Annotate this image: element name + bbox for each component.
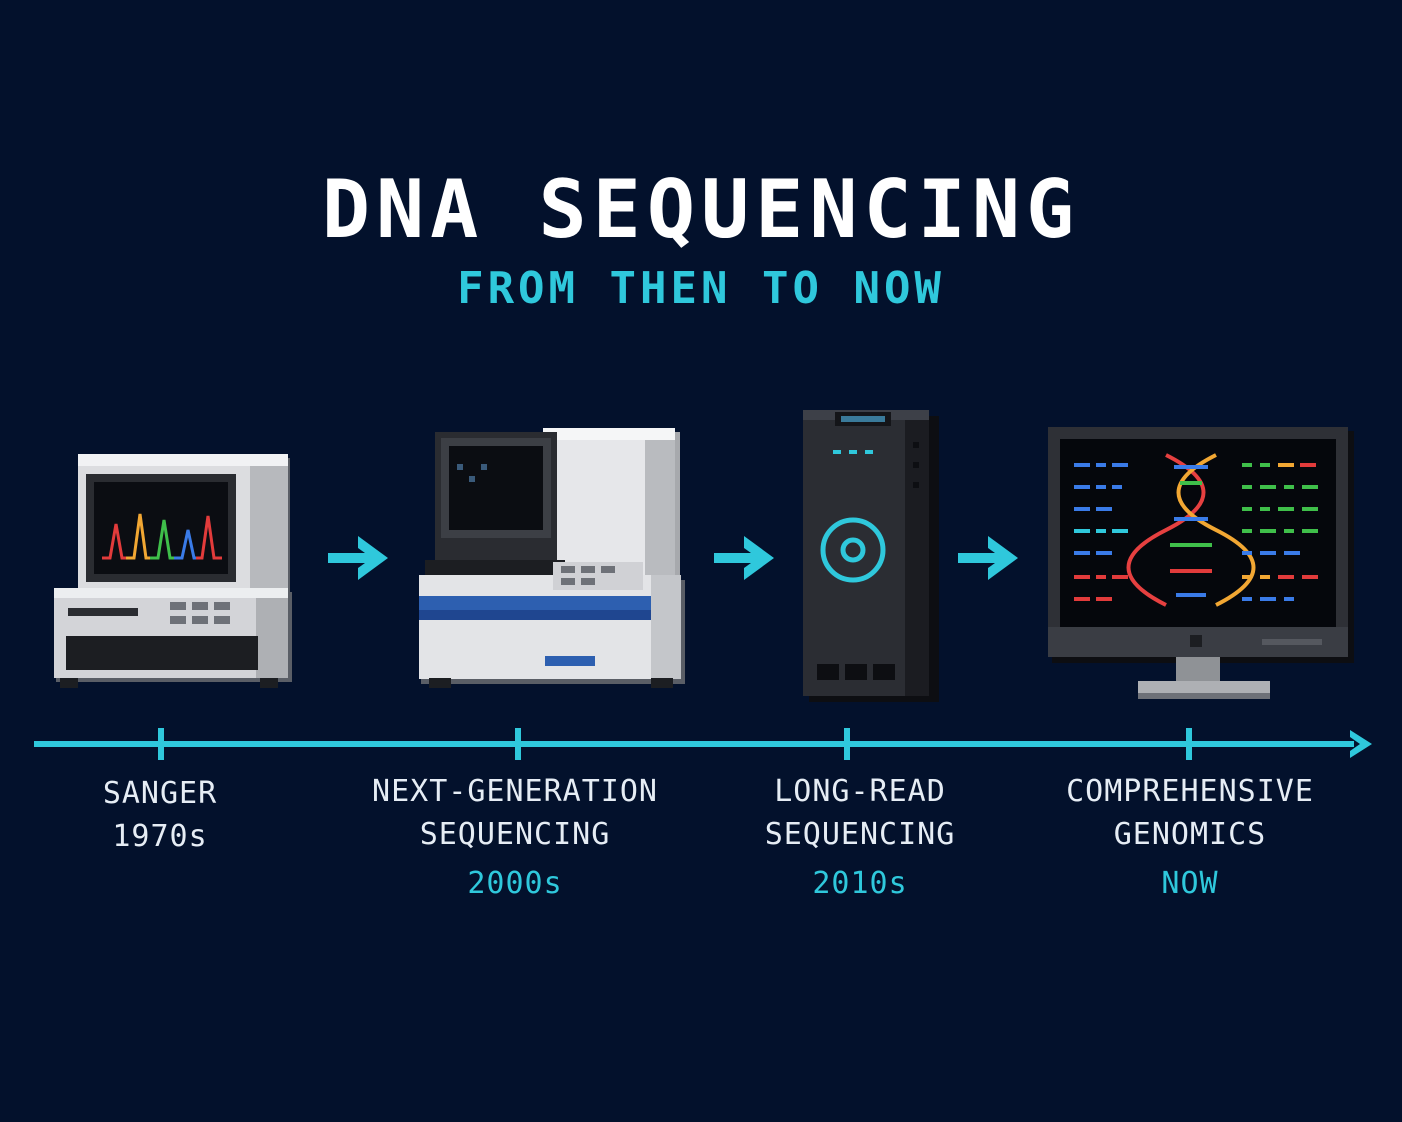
dna-helix-icon [1126,453,1256,607]
stage-era: 1970s [112,819,208,854]
genomics-monitor-icon [1048,427,1354,699]
arrow-right-icon [714,536,774,580]
stage-era: 2000s [467,866,563,901]
stage-name: LONG-READ [774,774,946,809]
stage-name: SEQUENCING [764,817,956,852]
ngs-sequencer-icon [419,428,685,688]
stage-label-next-generation: NEXT-GENERATION SEQUENCING 2000s [340,770,690,905]
timeline-arrowhead [1350,730,1372,758]
stage-name: SANGER [102,776,218,811]
stage-name: NEXT-GENERATION [372,774,658,809]
stage-era: 2010s [812,866,908,901]
timeline-tick [515,728,521,760]
timeline-line [34,741,1354,747]
timeline-axis [34,728,1372,760]
stage-name: GENOMICS [1113,817,1267,852]
stage-name: SEQUENCING [419,817,611,852]
stage-era: NOW [1161,866,1219,901]
long-read-sequencer-icon [803,410,939,702]
timeline-tick [158,728,164,760]
page-subtitle: FROM THEN TO NOW [457,263,945,314]
page-title: DNA SEQUENCING [321,163,1081,256]
stage-name: COMPREHENSIVE [1066,774,1314,809]
timeline-tick [844,728,850,760]
stage-label-comprehensive-genomics: COMPREHENSIVE GENOMICS NOW [1030,770,1350,905]
timeline-tick [1186,728,1192,760]
stage-label-long-read: LONG-READ SEQUENCING 2010s [700,770,1020,905]
sanger-sequencer-icon [54,454,292,688]
arrow-right-icon [958,536,1018,580]
arrow-right-icon [328,536,388,580]
stage-label-sanger: SANGER 1970s [20,772,300,858]
